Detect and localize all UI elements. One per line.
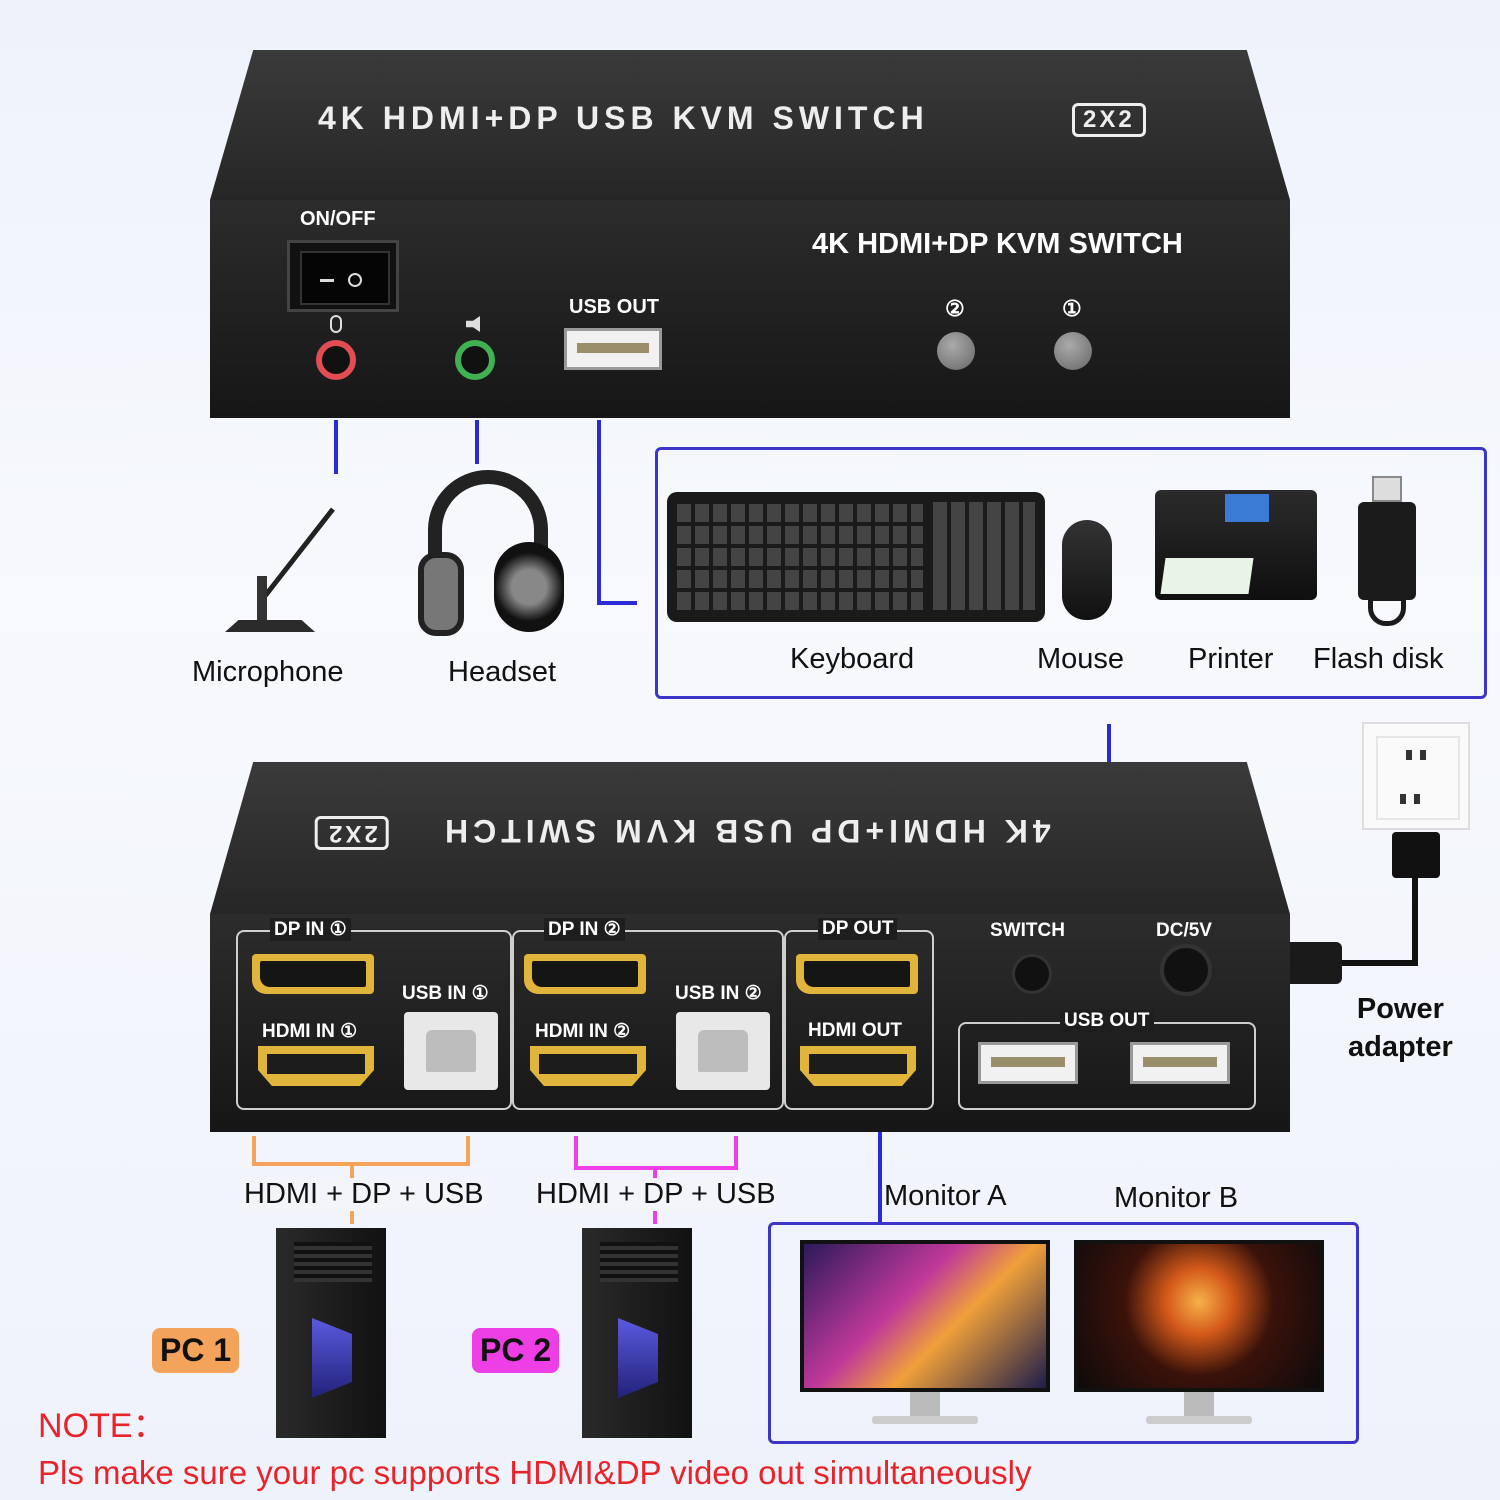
monitor-a-label: Monitor A: [884, 1180, 1007, 1212]
dp-in-1-label: DP IN ①: [270, 918, 351, 941]
headset-line: [475, 420, 479, 464]
dc-label: DC/5V: [1156, 920, 1212, 941]
monitors-box: [768, 1222, 1359, 1444]
note-title: NOTE：: [38, 1407, 167, 1445]
headset-jack[interactable]: [455, 340, 495, 380]
hdmi-in-2-port[interactable]: [530, 1046, 646, 1086]
power-adapter-label: Power adapter: [1348, 993, 1453, 1063]
keyboard-label: Keyboard: [790, 643, 915, 675]
microphone-jack-icon: [330, 315, 342, 333]
power-switch[interactable]: [287, 240, 399, 312]
bottom-device-title-mirrored: 4K HDMI+DP USB KVM SWITCH: [440, 813, 1051, 849]
keyboard-icon: [667, 492, 1045, 622]
mouse-icon: [1062, 520, 1112, 620]
usb-in-2-port[interactable]: [676, 1012, 770, 1090]
hdmi-in-1-label: HDMI IN ①: [262, 1021, 358, 1042]
flash-disk-icon: [1358, 476, 1418, 636]
dc-power-port[interactable]: [1160, 944, 1212, 996]
microphone-jack[interactable]: [316, 340, 356, 380]
bottom-device-top-face: [210, 762, 1290, 914]
port-group-pc1: [236, 930, 512, 1110]
usb-out-port-2[interactable]: [1130, 1042, 1230, 1084]
dp-in-2-label: DP IN ②: [544, 918, 625, 941]
usb-out-port[interactable]: [564, 328, 662, 370]
dp-out-port[interactable]: [796, 954, 918, 994]
monitor-b-label: Monitor B: [1114, 1182, 1239, 1214]
port-group-pc2: [512, 930, 784, 1110]
top-device-badge: 2X2: [1072, 103, 1146, 137]
top-device-title: 4K HDMI+DP USB KVM SWITCH: [318, 100, 929, 136]
monitor-b-icon: [1074, 1240, 1324, 1430]
usb-out-line-h: [597, 601, 637, 605]
power-plug-icon: [1392, 832, 1440, 878]
usb-in-2-label: USB IN ②: [675, 983, 762, 1004]
top-device-front-label: 4K HDMI+DP KVM SWITCH: [812, 228, 1183, 260]
usb-out-port-1[interactable]: [978, 1042, 1078, 1084]
usb-in-1-label: USB IN ①: [402, 983, 489, 1004]
pc1-bracket: [252, 1136, 470, 1166]
headset-icon: [418, 470, 564, 650]
pc1-tower-icon: [276, 1228, 386, 1438]
usb-out-label: USB OUT: [569, 296, 659, 318]
top-device-top-face: [210, 50, 1290, 200]
usb-peripherals-box: [655, 447, 1487, 699]
button-2-label: ②: [945, 296, 965, 321]
hdmi-out-port[interactable]: [800, 1046, 916, 1086]
hdmi-in-2-label: HDMI IN ②: [535, 1021, 631, 1042]
headset-label: Headset: [448, 656, 557, 688]
usb-out-bottom-label: USB OUT: [1060, 1010, 1154, 1032]
bottom-device-badge: 2X2: [315, 816, 389, 850]
pc2-cable-label: HDMI + DP + USB: [534, 1178, 778, 1211]
wall-outlet-icon: [1362, 722, 1470, 830]
pc2-badge: PC 2: [472, 1328, 560, 1373]
dp-out-label: DP OUT: [818, 918, 898, 940]
microphone-icon: [225, 480, 365, 640]
pc1-cable-label: HDMI + DP + USB: [242, 1178, 486, 1211]
switch-label: SWITCH: [990, 920, 1065, 941]
printer-icon: [1155, 480, 1317, 620]
button-1-label: ①: [1062, 296, 1082, 321]
select-button-2[interactable]: [937, 332, 975, 370]
dp-in-1-port[interactable]: [252, 954, 374, 994]
usb-in-1-port[interactable]: [404, 1012, 498, 1090]
monitor-line: [878, 1132, 882, 1224]
hdmi-in-1-port[interactable]: [258, 1046, 374, 1086]
printer-label: Printer: [1188, 643, 1274, 675]
select-button-1[interactable]: [1054, 332, 1092, 370]
pc1-badge: PC 1: [152, 1328, 240, 1373]
hdmi-out-label: HDMI OUT: [808, 1020, 902, 1041]
monitor-a-icon: [800, 1240, 1050, 1430]
switch-port[interactable]: [1012, 954, 1052, 994]
mouse-label: Mouse: [1037, 643, 1125, 675]
power-cable-h: [1340, 960, 1418, 966]
mic-line: [334, 420, 338, 474]
power-switch-label: ON/OFF: [300, 208, 376, 230]
note-text: Pls make sure your pc supports HDMI&DP v…: [38, 1454, 1032, 1491]
flash-disk-label: Flash disk: [1313, 643, 1444, 675]
microphone-label: Microphone: [192, 656, 344, 688]
power-cable: [1412, 876, 1418, 964]
pc2-bracket: [574, 1136, 738, 1170]
pc2-tower-icon: [582, 1228, 692, 1438]
dp-in-2-port[interactable]: [524, 954, 646, 994]
usb-out-line-v: [597, 420, 601, 604]
